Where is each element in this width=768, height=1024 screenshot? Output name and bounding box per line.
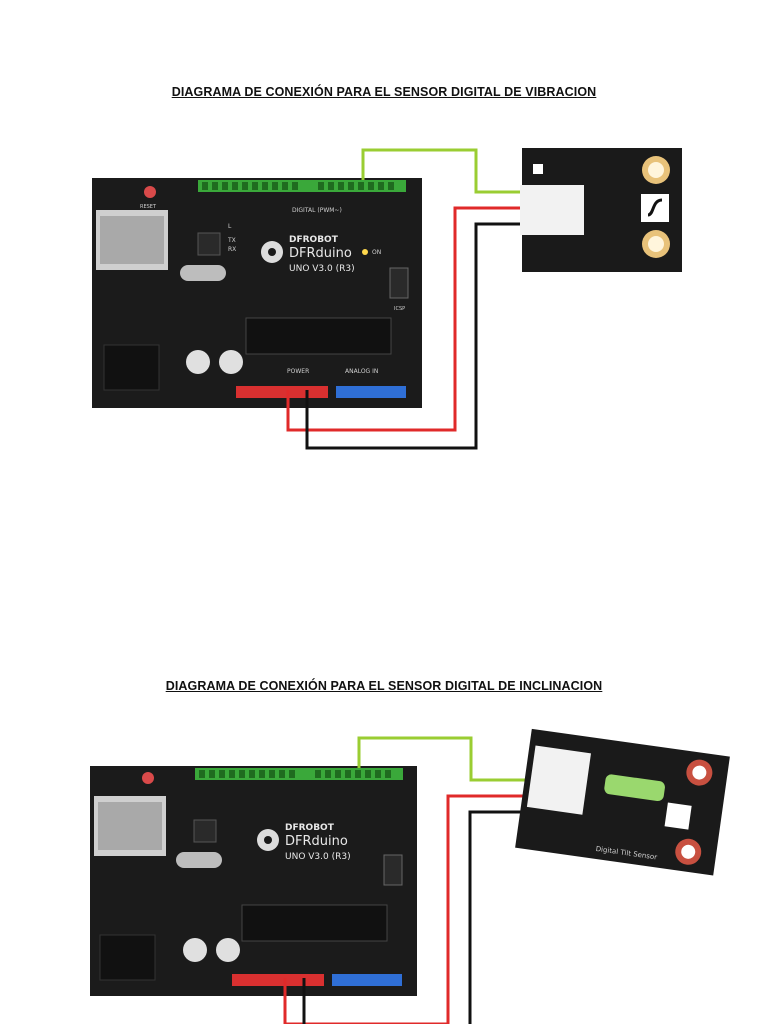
microcontroller-chip: [245, 317, 392, 355]
digital-header: [195, 768, 403, 780]
vcc-wire: [283, 794, 530, 1024]
icsp-label: ICSP: [394, 306, 405, 312]
power-header-label: POWER: [287, 368, 309, 375]
digital-header: [198, 180, 406, 192]
diagram-title-inclination: DIAGRAMA DE CONEXIÓN PARA EL SENSOR DIGI…: [165, 679, 603, 693]
signal-wire: [361, 148, 522, 194]
vibration-icon: [641, 194, 669, 222]
led-rx-label: RX: [228, 246, 236, 253]
tilt-icon: [664, 802, 692, 830]
power-header: [236, 386, 328, 398]
reset-button: [142, 772, 154, 784]
board-model: DFRduino: [285, 834, 348, 849]
on-led-label: ON: [372, 249, 381, 256]
gnd-wire: [468, 810, 530, 1024]
sensor-connector: [520, 185, 584, 235]
digital-header-label: DIGITAL (PWM~): [292, 207, 342, 214]
tilt-sensor-module: Digital Tilt Sensor: [515, 728, 730, 876]
board-version: UNO V3.0 (R3): [289, 264, 355, 274]
analog-header-label: ANALOG IN: [345, 368, 378, 375]
microcontroller-chip: [241, 904, 388, 942]
analog-header: [336, 386, 406, 398]
power-header: [232, 974, 324, 986]
arduino-board: DFROBOT DFRduino UNO V3.0 (R3): [90, 766, 417, 996]
capacitor: [219, 350, 243, 374]
capacitor: [216, 938, 240, 962]
analog-header: [332, 974, 402, 986]
crystal: [176, 852, 222, 868]
dc-jack: [103, 344, 160, 391]
inclination-connection-diagram: DFROBOT DFRduino UNO V3.0 (R3) Digital T…: [90, 728, 730, 1024]
tilt-switch: [604, 774, 665, 802]
board-brand: DFROBOT: [285, 823, 335, 833]
board-model: DFRduino: [289, 246, 352, 261]
vibration-connection-diagram: RESET DIGITAL (PWM~) DFROBOT DFRduino UN…: [92, 148, 682, 450]
capacitor: [183, 938, 207, 962]
led-l-label: L: [228, 223, 232, 230]
icsp-header: [389, 267, 409, 299]
diagram-title-vibration: DIAGRAMA DE CONEXIÓN PARA EL SENSOR DIGI…: [171, 85, 597, 99]
crystal: [180, 265, 226, 281]
board-version: UNO V3.0 (R3): [285, 852, 351, 862]
arduino-board: RESET DIGITAL (PWM~) DFROBOT DFRduino UN…: [92, 178, 422, 408]
board-brand: DFROBOT: [289, 235, 339, 245]
led-tx-label: TX: [227, 237, 236, 244]
reset-label: RESET: [140, 204, 157, 210]
vcc-wire: [286, 206, 522, 432]
dc-jack: [99, 934, 156, 981]
signal-wire: [357, 736, 530, 782]
capacitor: [186, 350, 210, 374]
gnd-wire: [305, 222, 522, 450]
sensor-connector: [526, 745, 591, 815]
vibration-sensor-module: [520, 148, 682, 272]
reset-button: [144, 186, 156, 198]
icsp-header: [383, 854, 403, 886]
